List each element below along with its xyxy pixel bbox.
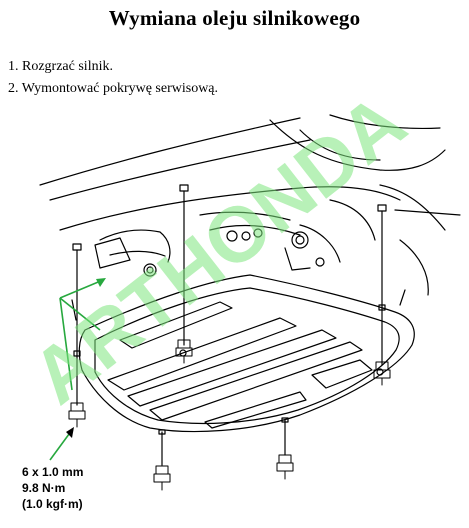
service-cover-panel (71, 274, 415, 433)
service-cover-diagram (39, 114, 461, 491)
bolt-spec-callout: 6 x 1.0 mm 9.8 N·m (1.0 kgf·m) (22, 464, 83, 512)
step-item: 1. Rozgrzać silnik. (8, 59, 113, 74)
engine-fittings (143, 228, 325, 277)
bolt-group (68, 339, 391, 491)
bolt (153, 465, 171, 491)
bolt-torque-kgf: (1.0 kgf·m) (22, 497, 83, 511)
bolt-size: 6 x 1.0 mm (22, 465, 84, 479)
bolt (175, 339, 193, 364)
page-title: Wymiana oleju silnikowego (108, 6, 361, 30)
engine-body-outline (39, 114, 461, 296)
instruction-steps: 1. Rozgrzać silnik. 2. Wymontować pokryw… (8, 56, 218, 100)
bolt (373, 361, 391, 386)
bolt-alignment-lines (72, 184, 387, 466)
bolt (68, 402, 86, 428)
step-item: 2. Wymontować pokrywę serwisową. (8, 81, 219, 96)
callout-arrows (49, 278, 106, 461)
bolt (276, 454, 294, 480)
bolt-torque-nm: 9.8 N·m (22, 481, 66, 495)
